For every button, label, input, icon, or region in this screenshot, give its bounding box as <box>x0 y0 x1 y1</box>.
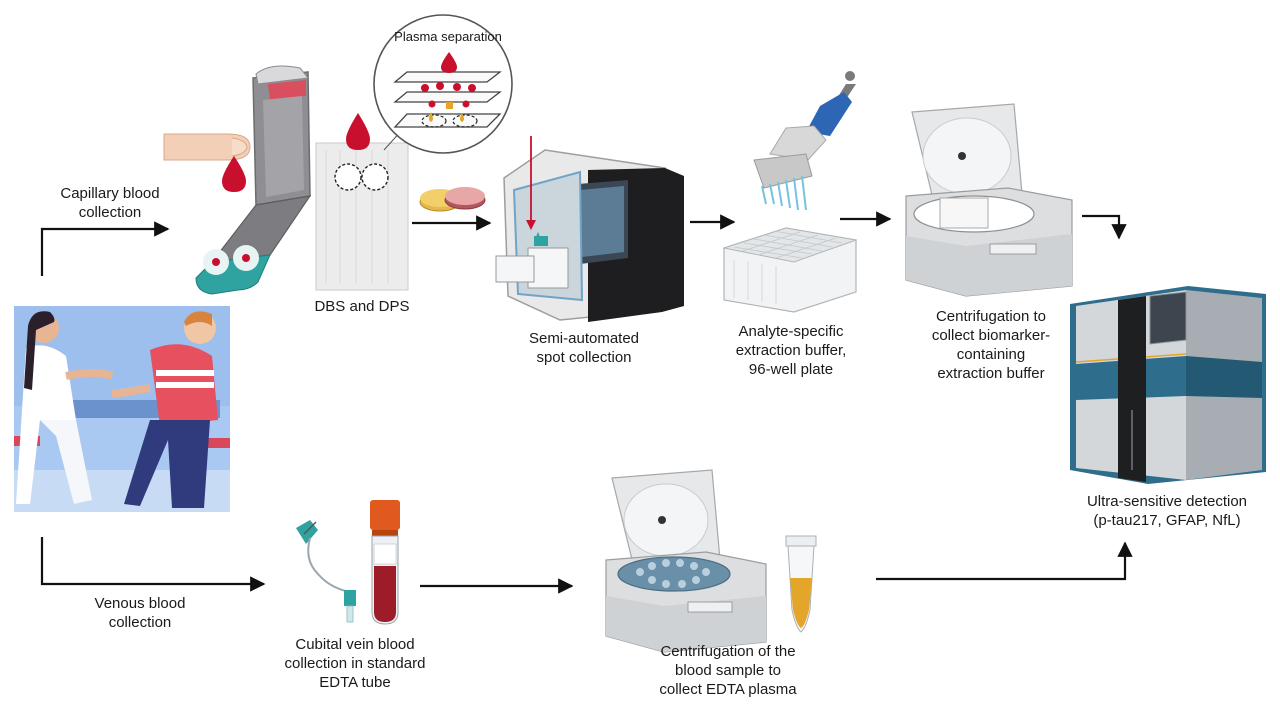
well-plate-icon <box>722 227 858 313</box>
arrow-to-capillary <box>40 221 170 276</box>
label-line: collection <box>78 204 142 221</box>
label-line: extraction buffer, <box>735 342 847 359</box>
label-line: collection <box>108 614 172 631</box>
spot-collector-icon <box>495 136 684 322</box>
label-line: collect EDTA plasma <box>659 681 797 698</box>
patient-scene-icon <box>14 306 230 512</box>
label-line: Venous blood <box>94 595 186 612</box>
label-line: Ultra-sensitive detection <box>1086 493 1248 510</box>
label-dbs-and-dps: DBS and DPS <box>302 297 422 316</box>
plasma-separation-inset-icon <box>373 14 513 154</box>
arrow-to-venous <box>40 537 266 592</box>
label-line: extraction buffer <box>937 365 1045 382</box>
dried-spot-icon <box>419 187 486 212</box>
blood-drop-icon <box>222 156 246 192</box>
label-line: EDTA tube <box>319 674 391 691</box>
label-line: Analyte-specific <box>738 323 844 340</box>
label-line: collection in standard <box>284 655 426 672</box>
arrow-centri-to-detect-bottom <box>876 541 1133 581</box>
label-line: (p-tau217, GFAP, NfL) <box>1093 512 1241 529</box>
label-cubital-vein: Cubital vein blood collection in standar… <box>270 635 440 692</box>
label-ultra-sensitive-detection: Ultra-sensitive detection (p-tau217, GFA… <box>1062 492 1272 530</box>
label-line: Centrifugation of the <box>660 643 796 660</box>
flow-arrows <box>40 211 1133 594</box>
label-line: blood sample to <box>675 662 781 679</box>
label-line: collect biomarker- <box>931 327 1051 344</box>
centrifuge-icon <box>905 103 1073 297</box>
label-venous-blood-collection: Venous blood collection <box>70 594 210 632</box>
label-line: DBS and DPS <box>314 298 410 315</box>
label-line: Cubital vein blood <box>295 636 415 653</box>
label-centrifugation-top: Centrifugation to collect biomarker- con… <box>906 307 1076 383</box>
label-analyte-specific: Analyte-specific extraction buffer, 96-w… <box>711 322 871 379</box>
multichannel-pipette-icon <box>753 71 856 211</box>
label-line: Semi-automated <box>528 330 640 347</box>
label-line: Capillary blood <box>60 185 160 202</box>
label-line: spot collection <box>536 349 632 366</box>
label-line: 96-well plate <box>748 361 834 378</box>
label-semi-automated: Semi-automated spot collection <box>509 329 659 367</box>
detection-analyzer-icon <box>1070 286 1266 484</box>
label-line: containing <box>956 346 1026 363</box>
label-capillary-blood-collection: Capillary blood collection <box>40 184 180 222</box>
label-line: Centrifugation to <box>935 308 1047 325</box>
inset-title: Plasma separation <box>394 29 502 44</box>
finger-icon <box>163 133 251 161</box>
butterfly-needle-icon <box>296 520 356 623</box>
edta-tube-icon <box>370 500 400 625</box>
dbs-card-icon <box>195 65 312 295</box>
centrifuge-icon <box>605 469 767 653</box>
filter-card-icon <box>315 113 409 291</box>
plasma-tube-icon <box>785 535 817 633</box>
arrow-centri-to-detect <box>1082 214 1127 240</box>
label-centrifugation-bottom: Centrifugation of the blood sample to co… <box>643 642 813 699</box>
